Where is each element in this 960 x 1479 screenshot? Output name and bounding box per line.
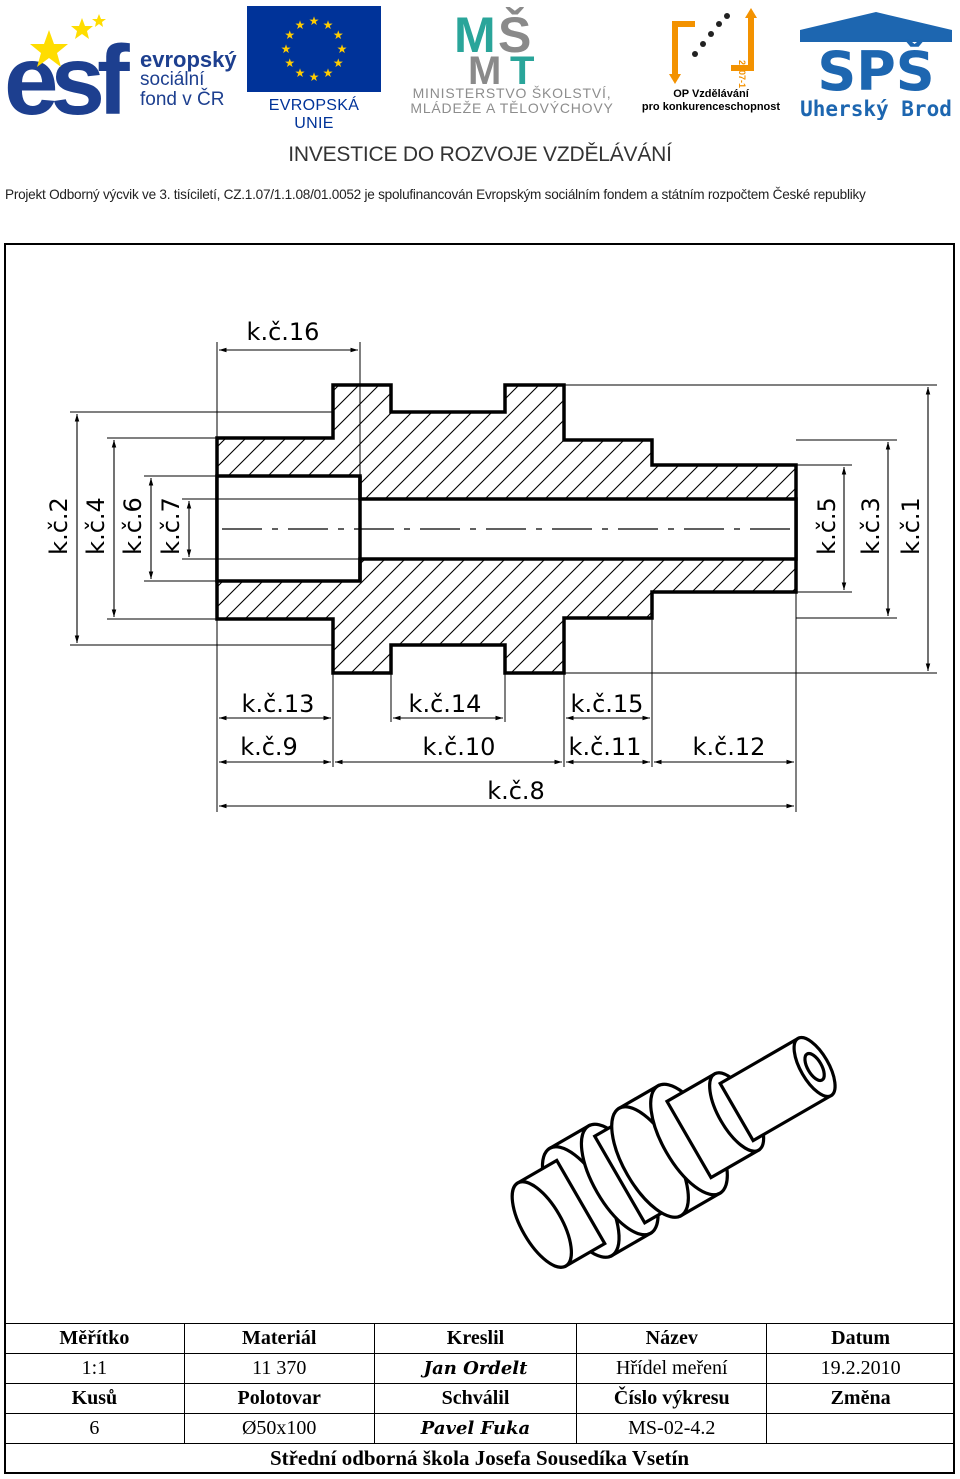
dim-k10: k.č.10 [423, 733, 496, 761]
svg-text:esf: esf [4, 25, 130, 118]
esf-line3: fond v ČR [140, 89, 225, 110]
op-label: OP Vzdělávání pro konkurenceschopnost [636, 88, 786, 114]
header-date: Datum [766, 1323, 955, 1354]
eu-star-icon: ★ [323, 66, 334, 80]
header-drawing-no: Číslo výkresu [576, 1383, 768, 1414]
eu-star-icon: ★ [295, 66, 306, 80]
dim-k14: k.č.14 [409, 690, 482, 718]
eu-star-icon: ★ [284, 28, 295, 42]
msmt-line2: MLÁDEŽE A TĚLOVÝCHOVY [410, 100, 614, 116]
project-statement: Projekt Odborný výcvik ve 3. tisíciletí,… [5, 187, 866, 202]
header-drawn-by: Kreslil [373, 1323, 578, 1354]
header-name: Název [576, 1323, 768, 1354]
eu-flag-logo: ★★★★★★★★★★★★ [247, 6, 381, 92]
value-material: 11 370 [183, 1353, 375, 1384]
esf-line1: evropský [140, 47, 237, 72]
header-stock: Polotovar [183, 1383, 375, 1414]
isometric-view [510, 1035, 837, 1269]
dim-k3: k.č.3 [857, 497, 885, 555]
op-years: 2007-13 [737, 60, 747, 88]
sps-title: SPŠ [817, 40, 934, 103]
dim-k4: k.č.4 [82, 497, 110, 555]
eu-star-icon: ★ [309, 70, 320, 84]
value-name: Hřídel meření [576, 1353, 768, 1384]
eu-label: EVROPSKÁ UNIE [268, 97, 360, 132]
msmt-logo: M Š M T [454, 6, 534, 84]
value-change [766, 1413, 955, 1444]
extension-lines [70, 342, 937, 812]
shaft-section [215, 383, 798, 675]
eu-star-icon: ★ [333, 56, 344, 70]
dim-k15: k.č.15 [571, 690, 644, 718]
header-pieces: Kusů [4, 1383, 185, 1414]
title-block-school-row: Střední odborná škola Josefa Sousedíka V… [4, 1443, 955, 1474]
title-block-header-row-1: Měřítko Materiál Kreslil Název Datum [4, 1323, 955, 1354]
dim-k7: k.č.7 [157, 497, 185, 555]
esf-line2: sociální [140, 69, 205, 90]
eu-star-icon: ★ [284, 56, 295, 70]
header-change: Změna [766, 1383, 955, 1414]
eu-star-icon: ★ [281, 42, 292, 56]
op-line1: OP Vzdělávání [673, 88, 749, 100]
dimension-labels: k.č.16 k.č.13 k.č.14 k.č.15 k.č.9 k.č.10… [45, 318, 925, 805]
op-line2: pro konkurenceschopnost [641, 101, 781, 113]
svg-text:M: M [468, 49, 501, 84]
esf-logo: esf [4, 14, 132, 118]
op-vzdelavani-logo: 2007-13 [669, 8, 757, 88]
svg-text:M: M [454, 7, 496, 63]
eu-star-icon: ★ [323, 18, 334, 32]
header-material: Materiál [183, 1323, 375, 1354]
svg-text:T: T [510, 49, 534, 84]
dimension-lines [74, 347, 931, 809]
value-stock: Ø50x100 [183, 1413, 375, 1444]
school-name: Střední odborná škola Josefa Sousedíka V… [4, 1443, 955, 1474]
dim-k5: k.č.5 [813, 497, 841, 555]
msmt-line1: MINISTERSTVO ŠKOLSTVÍ, [412, 85, 612, 101]
signature-drawn-by: Jan Ordelt [373, 1353, 578, 1384]
msmt-label: MINISTERSTVO ŠKOLSTVÍ, MLÁDEŽE A TĚLOVÝC… [394, 86, 630, 116]
value-scale: 1:1 [4, 1353, 185, 1384]
eu-star-icon: ★ [337, 42, 348, 56]
dim-k6: k.č.6 [119, 497, 147, 555]
investice-title: INVESTICE DO ROZVOJE VZDĚLÁVÁNÍ [288, 143, 672, 166]
value-pieces: 6 [4, 1413, 185, 1444]
signature-approved-by: Pavel Fuka [373, 1413, 578, 1444]
dim-k2: k.č.2 [45, 497, 73, 555]
esf-logo-text: evropský sociální fond v ČR [140, 47, 237, 110]
dim-k9: k.č.9 [240, 733, 298, 761]
svg-text:Š: Š [498, 6, 531, 63]
technical-drawing: k.č.16 k.č.13 k.č.14 k.č.15 k.č.9 k.č.10… [45, 318, 937, 1269]
sps-logo: SPŠ Uherský Brod [800, 12, 952, 120]
header: esf evropský sociální fond v ČR ★★★★★★★★… [0, 0, 960, 215]
eu-star-icon: ★ [295, 18, 306, 32]
title-block-values-row-2: 6 Ø50x100 Pavel Fuka MS-02-4.2 [4, 1413, 955, 1444]
value-drawing-no: MS-02-4.2 [576, 1413, 768, 1444]
title-block-values-row-1: 1:1 11 370 Jan Ordelt Hřídel meření 19.2… [4, 1353, 955, 1384]
dim-k16: k.č.16 [247, 318, 320, 346]
dim-k12: k.č.12 [693, 733, 766, 761]
header-approved-by: Schválil [373, 1383, 578, 1414]
dim-k8: k.č.8 [487, 777, 545, 805]
dim-k1: k.č.1 [897, 497, 925, 555]
eu-star-icon: ★ [333, 28, 344, 42]
dim-k13: k.č.13 [242, 690, 315, 718]
header-scale: Měřítko [4, 1323, 185, 1354]
drawing-frame: k.č.16 k.č.13 k.č.14 k.č.15 k.č.9 k.č.10… [4, 243, 955, 1474]
dim-k11: k.č.11 [569, 733, 642, 761]
value-date: 19.2.2010 [766, 1353, 955, 1384]
title-block-header-row-2: Kusů Polotovar Schválil Číslo výkresu Zm… [4, 1383, 955, 1414]
eu-star-icon: ★ [309, 14, 320, 28]
sps-subtitle: Uherský Brod [800, 97, 952, 120]
title-block: Měřítko Materiál Kreslil Název Datum 1:1… [4, 1323, 955, 1474]
